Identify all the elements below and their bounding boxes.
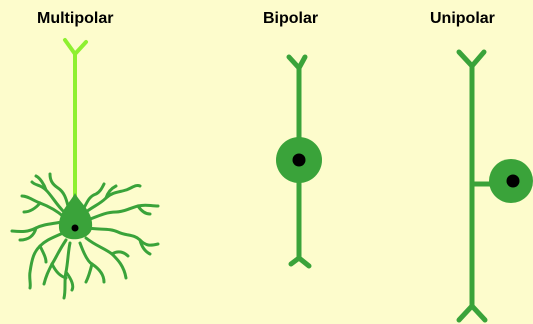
bipolar-neuron [276,57,322,266]
unipolar-nucleus [507,175,520,188]
unipolar-neuron [459,52,533,320]
multipolar-neuron [12,40,158,298]
multipolar-nucleus [72,225,79,232]
multipolar-axon [65,40,86,210]
bipolar-nucleus [293,154,306,167]
